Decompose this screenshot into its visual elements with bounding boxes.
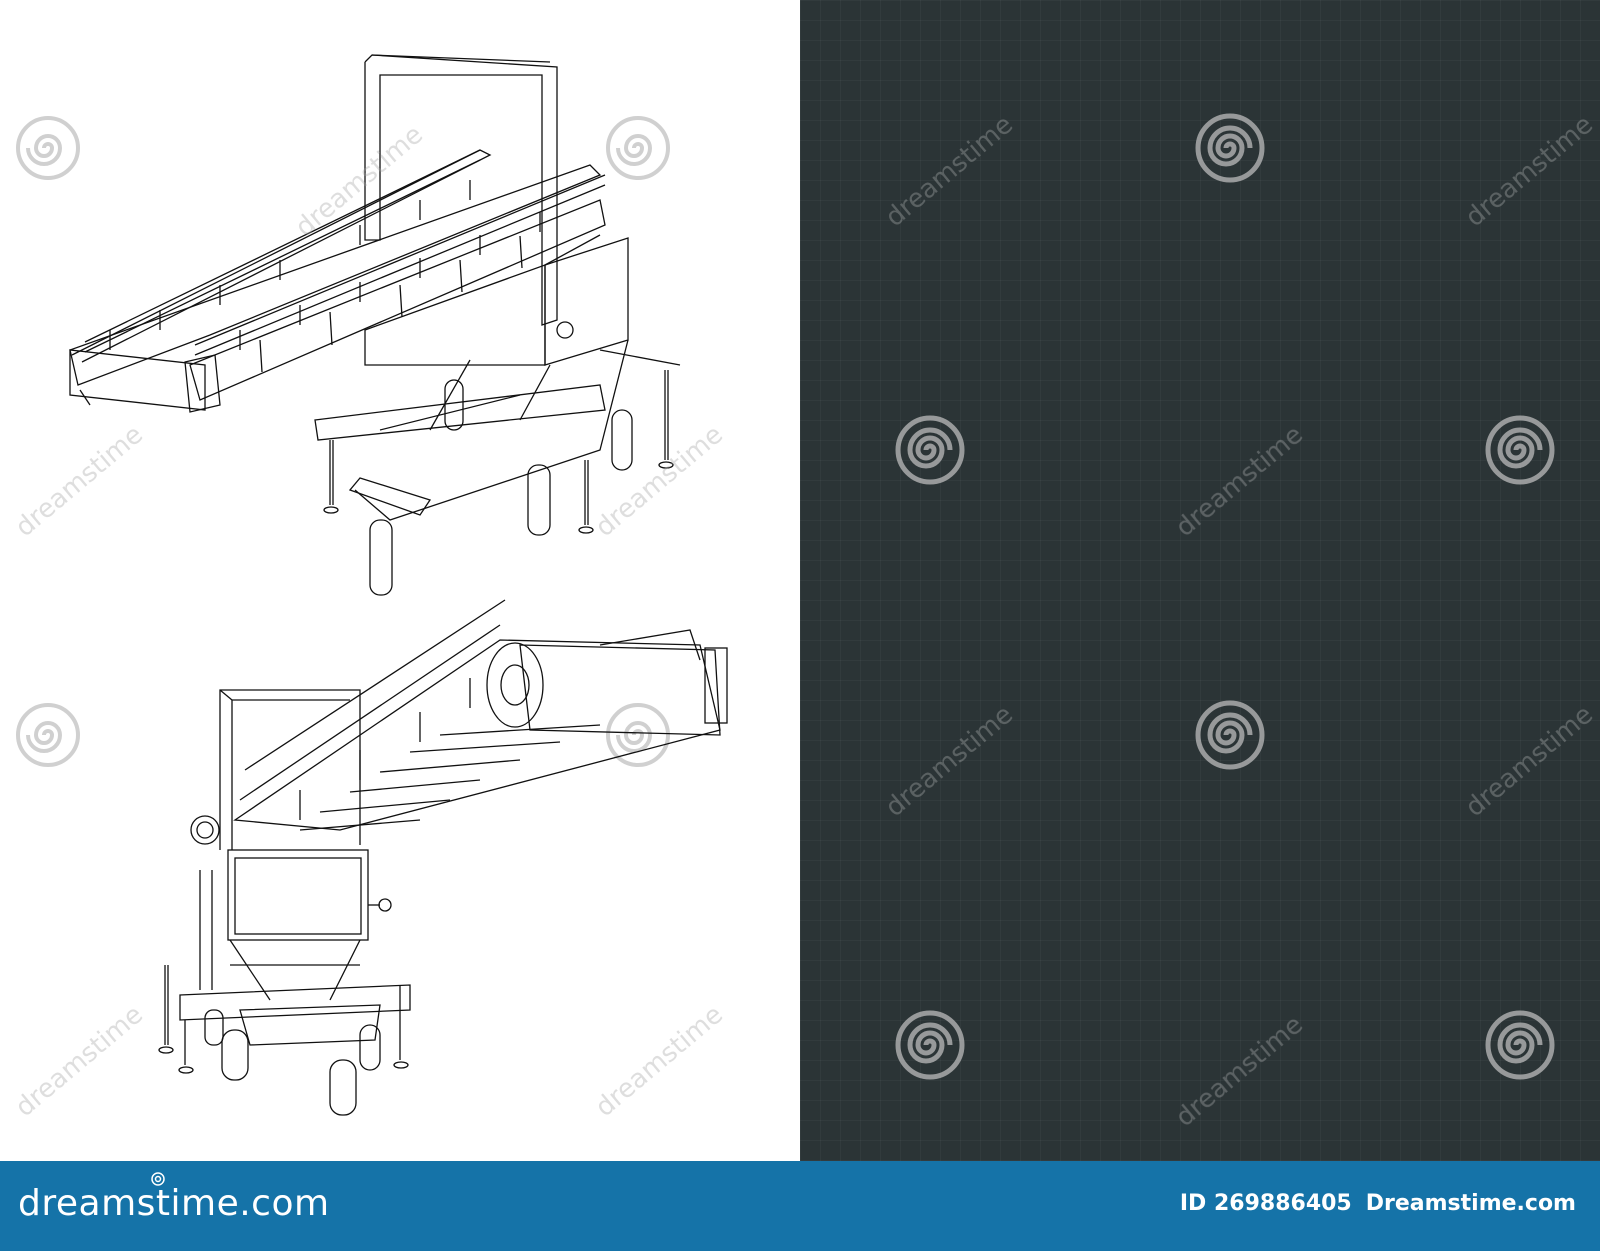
image-id-value: 269886405	[1213, 1191, 1352, 1216]
dark-panel: dreamstime dreamstime dreamstime dreamst…	[800, 0, 1600, 1161]
conveyor-drawing-bottom-light	[158, 599, 728, 1116]
footer-bar: dreamstime.com ID 269886405 Dreamstime.co…	[0, 1161, 1600, 1251]
spiral-watermark-icon	[898, 116, 1552, 1077]
footer-logo[interactable]: dreamstime.com	[18, 1183, 330, 1224]
footer-credit: ID 269886405 Dreamstime.com	[1180, 1191, 1576, 1216]
light-panel: dreamstime dreamstime dreamstime dreamst…	[0, 0, 800, 1161]
credit-text[interactable]: Dreamstime.com	[1365, 1191, 1576, 1216]
image-id-label: ID	[1179, 1191, 1207, 1216]
conveyor-drawing-top-light	[69, 54, 681, 596]
light-drawings	[16, 54, 728, 1116]
spiral-logo-icon	[151, 1172, 165, 1186]
dark-drawings	[800, 0, 1600, 1161]
